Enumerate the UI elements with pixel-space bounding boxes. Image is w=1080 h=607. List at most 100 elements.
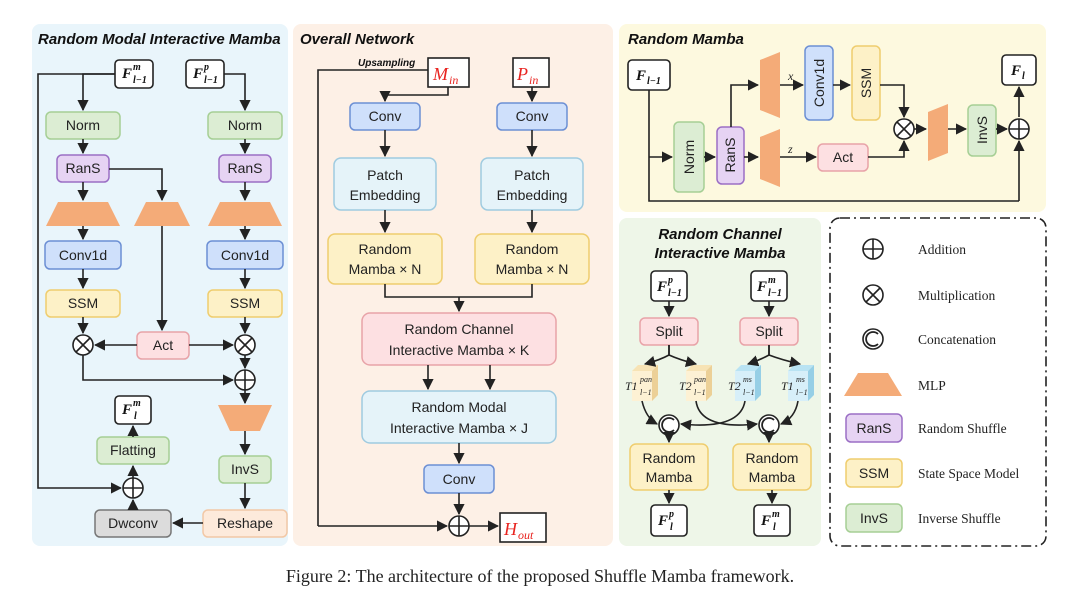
rm-invs <box>967 104 997 157</box>
svg-text:l−1: l−1 <box>133 75 147 86</box>
legend-mlp-icon <box>844 373 902 396</box>
legend-rans-box <box>845 413 903 443</box>
legend-ssm-box <box>845 458 903 488</box>
svg-text:Embedding: Embedding <box>497 187 568 203</box>
svg-text:out: out <box>518 528 534 542</box>
svg-text:Random: Random <box>643 450 696 466</box>
svg-text:Mamba: Mamba <box>646 469 693 485</box>
rmim-mlp-right <box>208 202 282 226</box>
legend-invs: Inverse Shuffle <box>918 511 1001 526</box>
legend-mlp: MLP <box>918 378 946 393</box>
svg-text:x: x <box>787 69 794 83</box>
svg-text:m: m <box>133 62 141 73</box>
m-in-box <box>427 57 470 88</box>
rm-ssm <box>851 45 881 121</box>
svg-text:Norm: Norm <box>228 117 262 133</box>
svg-text:p: p <box>667 275 673 286</box>
svg-text:Conv1d: Conv1d <box>221 247 269 263</box>
rcim-output-fm-box <box>753 504 791 537</box>
svg-text:l−1: l−1 <box>694 388 706 397</box>
rcim-output-fp: F <box>657 513 668 529</box>
svg-text:l: l <box>1022 71 1025 82</box>
legend-invs-box <box>845 503 903 533</box>
svg-text:Patch: Patch <box>514 167 550 183</box>
token-t1-pan: T1 <box>625 379 638 393</box>
rmim-output-box <box>114 395 152 425</box>
svg-text:ms: ms <box>743 375 752 384</box>
svg-text:InvS: InvS <box>974 116 990 144</box>
svg-text:Reshape: Reshape <box>217 515 273 531</box>
token-t2-ms: T2 <box>728 379 741 393</box>
svg-text:RanS: RanS <box>65 160 100 176</box>
rmim-input-fm: F <box>121 66 132 82</box>
svg-text:Random: Random <box>359 241 412 257</box>
rmim-mlp-down <box>218 405 272 431</box>
svg-text:Norm: Norm <box>66 117 100 133</box>
svg-text:pan: pan <box>639 375 652 384</box>
rmim-output: F <box>121 402 132 418</box>
rcim-concat-right-icon <box>758 414 780 436</box>
svg-text:Conv1d: Conv1d <box>59 247 107 263</box>
rcim-title-line1: Random Channel <box>658 226 782 243</box>
svg-text:Act: Act <box>833 149 853 165</box>
rm-input: F <box>635 68 646 84</box>
svg-text:RanS: RanS <box>856 420 891 436</box>
svg-text:Conv: Conv <box>369 108 402 124</box>
svg-text:l−1: l−1 <box>668 288 682 299</box>
svg-text:Embedding: Embedding <box>350 187 421 203</box>
svg-text:in: in <box>449 73 458 87</box>
p-in: P <box>516 64 528 84</box>
rmim-input-fp: F <box>192 66 203 82</box>
rcim-input-fp: F <box>656 279 667 295</box>
svg-text:Flatting: Flatting <box>110 442 156 458</box>
legend-multiplication-icon <box>862 284 884 306</box>
rmim-add-right-icon <box>234 369 256 391</box>
rcim-output-fm: F <box>760 513 771 529</box>
legend-rans: Random Shuffle <box>918 421 1007 436</box>
svg-text:Interactive Mamba × J: Interactive Mamba × J <box>390 420 528 436</box>
legend-ssm: State Space Model <box>918 466 1019 481</box>
rm-mlp-x <box>760 52 780 118</box>
overall-title: Overall Network <box>300 31 415 48</box>
legend-multiplication: Multiplication <box>918 288 995 303</box>
svg-text:Random: Random <box>746 450 799 466</box>
svg-text:SSM: SSM <box>68 295 98 311</box>
rmim-add-bottom-icon <box>122 477 144 499</box>
svg-text:SSM: SSM <box>859 465 889 481</box>
rcim-connectors <box>641 301 802 505</box>
rm-add-icon <box>1008 118 1030 140</box>
h-out-box <box>499 512 547 543</box>
svg-text:m: m <box>772 509 780 520</box>
h-out: H <box>503 519 518 539</box>
rm-conv1d <box>804 45 834 121</box>
svg-text:l: l <box>773 522 776 533</box>
svg-text:l: l <box>670 522 673 533</box>
rm-mlp-out <box>928 104 948 161</box>
svg-text:l−1: l−1 <box>768 288 782 299</box>
rmim-title: Random Modal Interactive Mamba <box>38 31 281 48</box>
overall-add-icon <box>448 515 470 537</box>
svg-text:Split: Split <box>755 323 782 339</box>
svg-text:l−1: l−1 <box>796 388 808 397</box>
token-t2-pan: T2 <box>679 379 692 393</box>
legend-addition-icon <box>862 238 884 260</box>
svg-text:l: l <box>134 411 137 422</box>
upsampling-label: Upsampling <box>358 58 415 69</box>
svg-text:Split: Split <box>655 323 682 339</box>
svg-text:Norm: Norm <box>681 140 697 174</box>
svg-text:InvS: InvS <box>231 461 259 477</box>
svg-text:l−1: l−1 <box>647 76 661 87</box>
svg-text:z: z <box>787 142 793 156</box>
svg-text:l−1: l−1 <box>204 75 218 86</box>
svg-text:Conv: Conv <box>443 471 476 487</box>
svg-text:pan: pan <box>693 375 706 384</box>
svg-text:in: in <box>529 73 538 87</box>
svg-text:Patch: Patch <box>367 167 403 183</box>
svg-text:Mamba × N: Mamba × N <box>349 261 422 277</box>
svg-text:m: m <box>768 275 776 286</box>
rmim-connectors <box>37 73 251 529</box>
svg-text:SSM: SSM <box>230 295 260 311</box>
rm-output: F <box>1010 63 1021 79</box>
svg-text:Mamba × N: Mamba × N <box>496 261 569 277</box>
